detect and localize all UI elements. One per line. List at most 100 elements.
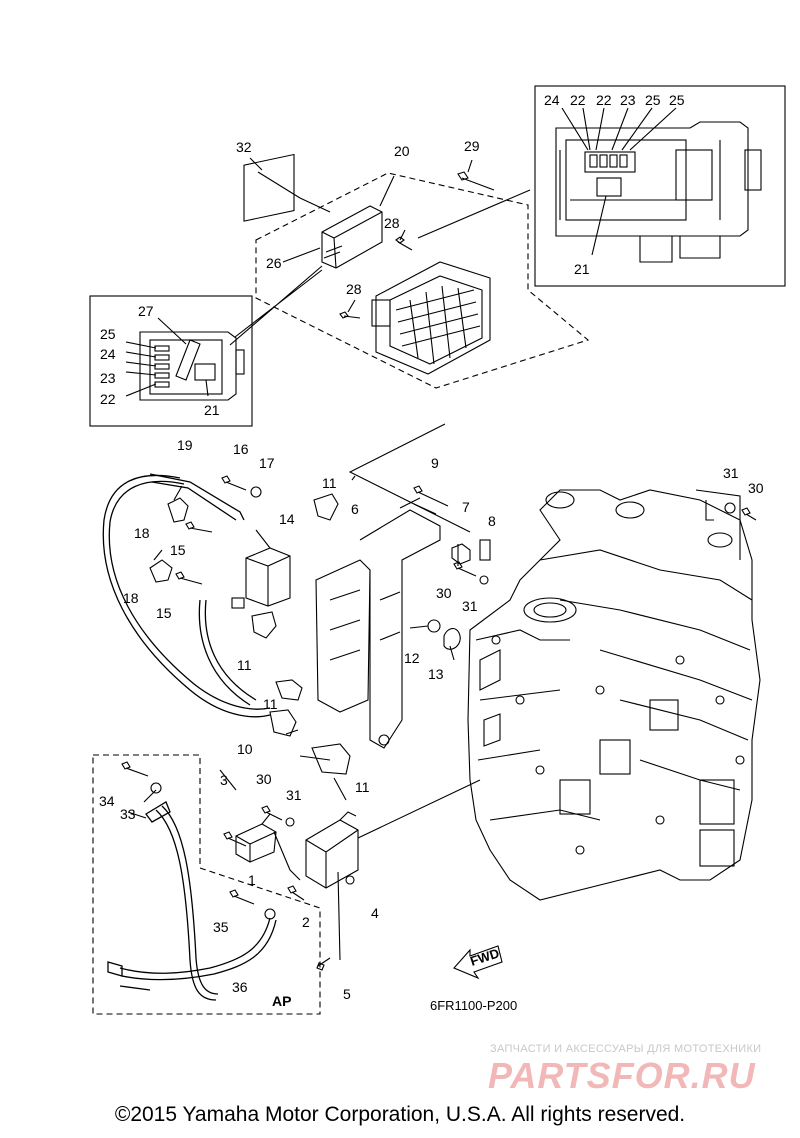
part-11-clamp-b: [251, 611, 277, 639]
part-9-bolt: [413, 485, 449, 507]
callout-28a: 28: [384, 215, 400, 231]
callout-19: 19: [177, 437, 193, 453]
callout-32: 32: [236, 139, 252, 155]
callout-18b: 18: [123, 590, 139, 606]
callout-18a: 18: [134, 525, 150, 541]
callout-23a: 23: [620, 92, 636, 108]
callout-1: 1: [248, 872, 256, 888]
callout-29: 29: [464, 138, 480, 154]
part-11-clamp-c: [275, 679, 303, 701]
part-30-bolt-right: [741, 507, 757, 521]
callout-30b: 30: [436, 585, 452, 601]
part-30-bolt-lower: [261, 805, 283, 821]
part-7-grommet: [451, 543, 471, 566]
part-1-relay: [235, 813, 277, 863]
callout-5: 5: [343, 986, 351, 1002]
ecu-detail-inset-right: [534, 85, 786, 287]
part-35-washer: [264, 908, 276, 920]
callout-24a: 24: [544, 92, 560, 108]
callout-30c: 30: [256, 771, 272, 787]
part-15-upper: [185, 521, 213, 533]
part-code: 6FR1100-P200: [430, 998, 517, 1013]
part-32-label: [243, 153, 295, 222]
callout-21b: 21: [204, 402, 220, 418]
part-2-bolt: [287, 885, 305, 901]
callout-14: 14: [279, 511, 295, 527]
callout-35: 35: [213, 919, 229, 935]
part-16-bolt: [221, 475, 247, 491]
callout-7: 7: [462, 499, 470, 515]
callout-31c: 31: [286, 787, 302, 803]
part-13-band: [443, 627, 461, 661]
callout-22c: 22: [100, 391, 116, 407]
callout-36: 36: [232, 979, 248, 995]
ap-label: AP: [272, 993, 291, 1009]
part-12-grommet: [427, 619, 441, 633]
part-4-relay: [305, 811, 359, 889]
callout-13: 13: [428, 666, 444, 682]
part-11-clamp-a: [313, 493, 339, 521]
callout-31a: 31: [723, 465, 739, 481]
screw-28-lower: [339, 311, 361, 319]
callout-22b: 22: [596, 92, 612, 108]
callout-15a: 15: [170, 542, 186, 558]
callout-3: 3: [220, 772, 228, 788]
callout-11b: 11: [237, 657, 252, 673]
callout-17: 17: [259, 455, 275, 471]
callout-11d: 11: [355, 779, 370, 795]
callout-25a: 25: [645, 92, 661, 108]
callout-26: 26: [266, 255, 282, 271]
callout-31b: 31: [462, 598, 478, 614]
part-26-cover: [321, 205, 383, 269]
fwd-arrow-icon: [453, 945, 503, 980]
part-8-collar: [479, 539, 491, 561]
part-18-upper: [167, 485, 189, 523]
fwd-label: FWD: [468, 945, 501, 968]
part-14-relay: [231, 529, 291, 609]
ecu-unit: [371, 261, 491, 375]
ecu-exploded-box: [255, 172, 590, 389]
part-30-bolt-mid: [453, 561, 477, 577]
callout-8: 8: [488, 513, 496, 529]
callout-25b: 25: [669, 92, 685, 108]
part-33-washer: [150, 782, 162, 794]
callout-11a: 11: [322, 475, 337, 491]
part-5-bolt: [316, 957, 331, 971]
callout-15b: 15: [156, 605, 172, 621]
callout-12: 12: [404, 650, 420, 666]
callout-22a: 22: [570, 92, 586, 108]
callout-11c: 11: [263, 696, 278, 712]
callout-28b: 28: [346, 281, 362, 297]
copyright-footer: ©2015 Yamaha Motor Corporation, U.S.A. A…: [114, 1103, 686, 1126]
part-18-lower: [149, 549, 173, 583]
callout-9: 9: [431, 455, 439, 471]
watermark-logo: PARTSFOR.RU: [488, 1055, 756, 1096]
screw-28-upper: [395, 236, 413, 251]
part-34-bolt: [121, 761, 149, 777]
part-17-washer: [250, 486, 262, 498]
part-11-clamp-d: [311, 743, 351, 775]
part-36-cable: [107, 801, 277, 1001]
callout-16: 16: [233, 441, 249, 457]
callout-34: 34: [99, 793, 115, 809]
part-3-bolt: [223, 831, 247, 847]
parts-diagram: 1 2 3 4 5 6 7 8 9 10 11 11 11 11 12 13 1…: [89, 85, 786, 1015]
part-35-bolt: [229, 889, 255, 905]
callout-23b: 23: [100, 370, 116, 386]
engine-block: [467, 489, 761, 901]
callout-24b: 24: [100, 346, 116, 362]
callout-10: 10: [237, 741, 253, 757]
watermark-tagline: ЗАПЧАСТИ И АКСЕССУАРЫ ДЛЯ МОТОТЕХНИКИ: [490, 1043, 762, 1055]
callout-25c: 25: [100, 326, 116, 342]
callout-30a: 30: [748, 480, 764, 496]
part-6-bracket: [315, 497, 441, 749]
callout-6: 6: [351, 501, 359, 517]
part-15-lower: [175, 571, 203, 585]
connector-detail-inset-left: [89, 295, 253, 427]
callout-4: 4: [371, 905, 379, 921]
callout-20: 20: [394, 143, 410, 159]
screw-29: [457, 171, 495, 191]
part-10-clamp: [269, 709, 297, 737]
part-31-washer-right: [724, 502, 736, 514]
part-31-washer-lower: [285, 817, 295, 827]
